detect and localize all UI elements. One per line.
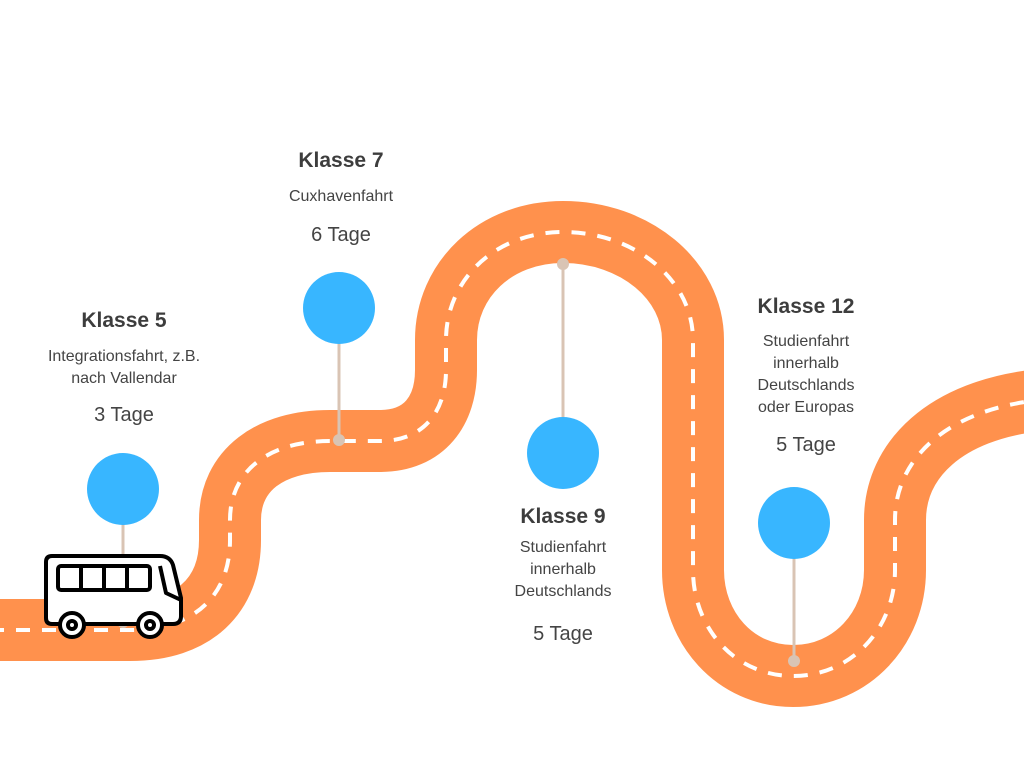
stop-marker-klasse-9 (527, 258, 599, 489)
pin-dot (557, 258, 569, 270)
description-line: Deutschlands (757, 377, 855, 394)
pin-dot (788, 655, 800, 667)
marker-circle (527, 417, 599, 489)
description-line: Studienfahrt (519, 539, 607, 556)
description-line: Integrationsfahrt, z.B. (47, 348, 201, 365)
stop-description: Cuxhavenfahrt (289, 186, 393, 208)
stop-marker-klasse-12 (758, 487, 830, 667)
description-line: nach Vallendar (71, 370, 177, 387)
marker-circle (758, 487, 830, 559)
description-line: oder Europas (757, 399, 855, 416)
description-line: Deutschlands (514, 583, 612, 600)
pin-dot (333, 434, 345, 446)
stop-description: Studienfahrt innerhalb Deutschlands oder… (758, 331, 855, 419)
stop-description: Integrationsfahrt, z.B. nach Vallendar (48, 346, 200, 390)
stop-title: Klasse 9 (520, 505, 606, 528)
stop-label-klasse-5: Klasse 5 Integrationsfahrt, z.B. nach Va… (48, 309, 200, 427)
marker-circle (87, 453, 159, 525)
stop-label-klasse-7: Klasse 7 Cuxhavenfahrt 6 Tage (289, 149, 393, 247)
stop-title: Klasse 5 (81, 309, 167, 332)
stop-duration: 3 Tage (94, 404, 154, 426)
description-line: Cuxhavenfahrt (288, 188, 394, 205)
description-line: innerhalb (530, 561, 596, 578)
description-line: innerhalb (773, 355, 839, 372)
stop-title: Klasse 7 (298, 149, 384, 172)
stop-label-klasse-12: Klasse 12 Studienfahrt innerhalb Deutsch… (758, 295, 855, 457)
stop-duration: 5 Tage (533, 623, 593, 645)
road (0, 201, 1024, 707)
road-center-dashes (0, 229, 1024, 679)
stop-title: Klasse 12 (757, 295, 855, 318)
stop-duration: 6 Tage (311, 224, 371, 246)
stop-marker-klasse-7 (303, 272, 375, 446)
marker-circle (303, 272, 375, 344)
stop-description: Studienfahrt innerhalb Deutschlands (515, 537, 612, 603)
description-line: Studienfahrt (762, 333, 850, 350)
bus-icon (44, 554, 183, 639)
stop-duration: 5 Tage (776, 434, 836, 456)
stop-label-klasse-9: Klasse 9 Studienfahrt innerhalb Deutschl… (515, 505, 612, 646)
